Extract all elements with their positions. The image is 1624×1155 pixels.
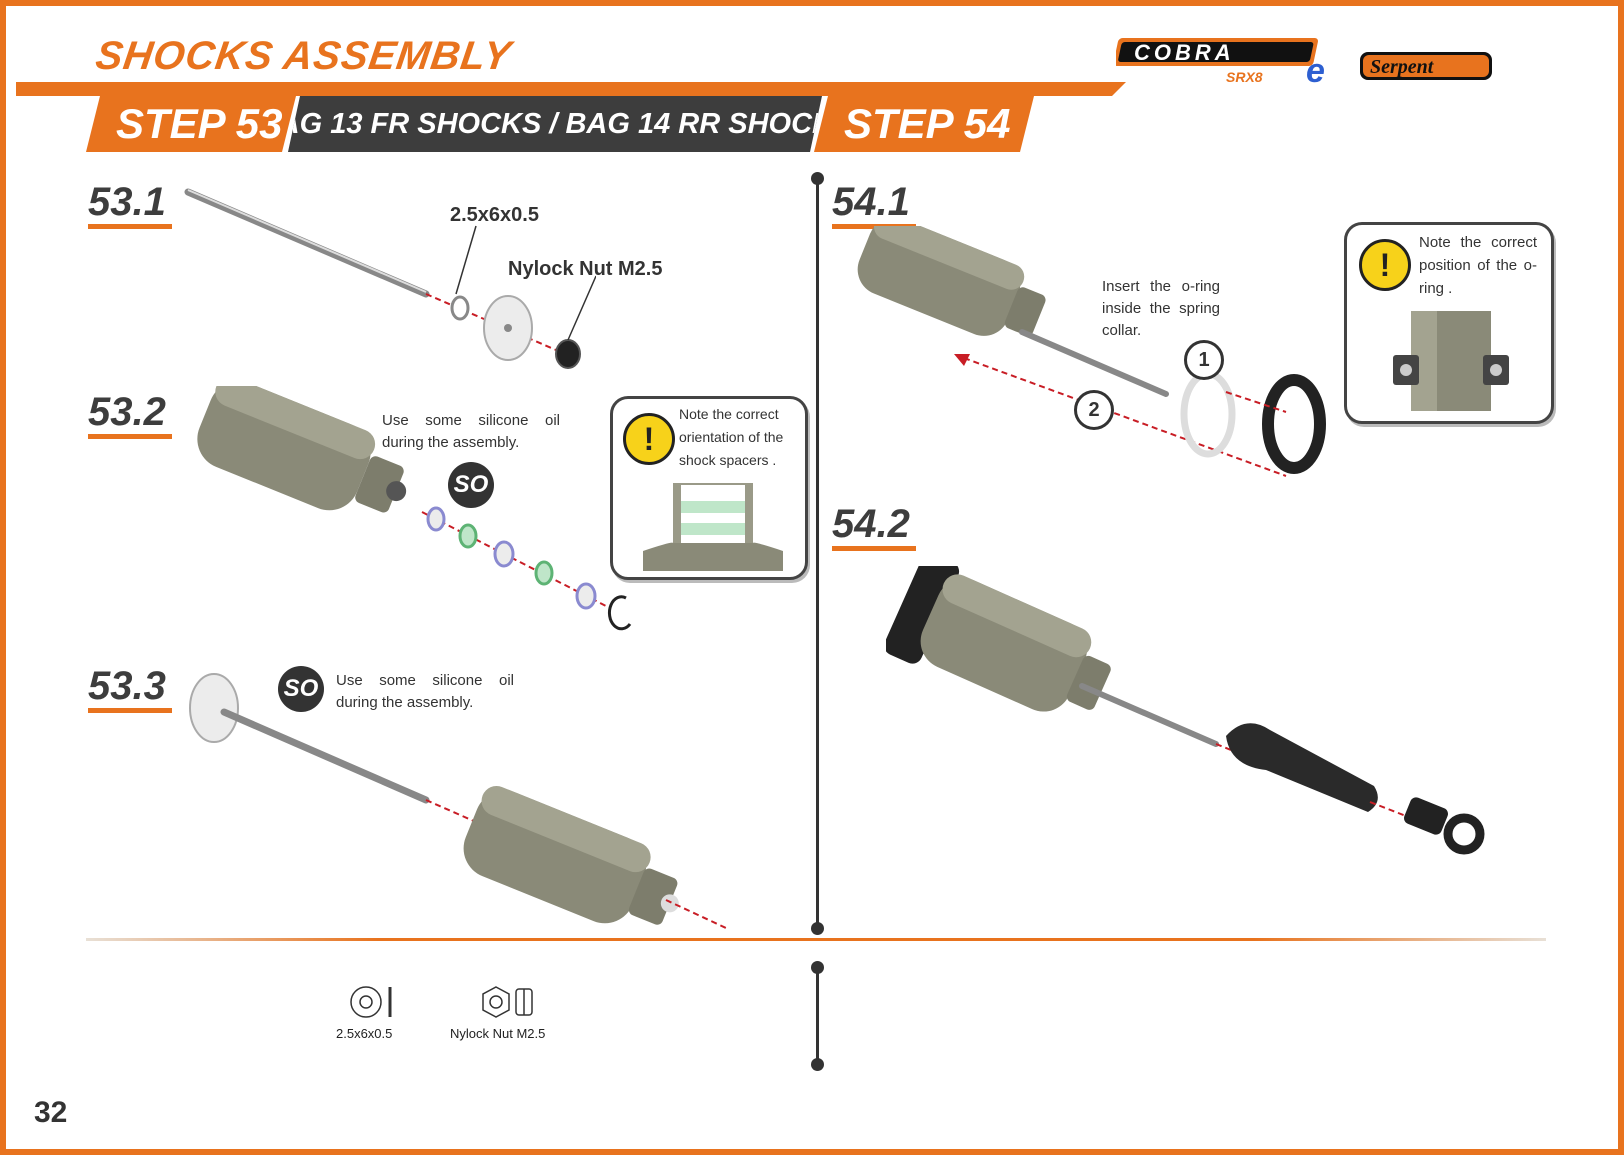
part-nylock-nut: Nylock Nut M2.5 xyxy=(450,984,570,1044)
parts-divider-dot-top xyxy=(811,961,824,974)
spacer-3 xyxy=(575,582,597,610)
shock-boot-54-2 xyxy=(1226,723,1378,812)
part-washer: 2.5x6x0.5 xyxy=(336,984,426,1044)
oring-1 xyxy=(458,523,478,549)
washer-label-53-1: 2.5x6x0.5 xyxy=(450,204,539,226)
spacer-orientation-detail xyxy=(643,483,783,571)
step-53-label: STEP 53 xyxy=(116,100,283,147)
circlip-53-2 xyxy=(607,595,632,631)
spring-collar-54-1 xyxy=(1262,374,1326,474)
note-box-54-1: ! Note the correct position of the o-rin… xyxy=(1344,222,1554,424)
silicone-oil-badge-53-3: SO xyxy=(278,666,324,712)
o-ring-position-detail xyxy=(1393,311,1509,411)
spacer-2 xyxy=(493,540,515,568)
center-divider xyxy=(816,176,819,931)
substep-53-1-label: 53.1 xyxy=(88,180,172,229)
washer-icon xyxy=(350,986,392,1018)
shock-body-53-2 xyxy=(197,386,407,513)
washer-part-label: 2.5x6x0.5 xyxy=(336,1026,393,1041)
warning-icon-53-2: ! xyxy=(623,413,675,465)
parts-divider-dot-bottom xyxy=(811,1058,824,1071)
note-text-53-2: Note the correct orientation of the shoc… xyxy=(679,406,784,468)
o-ring-54-1 xyxy=(1180,370,1236,458)
parts-rule xyxy=(86,938,1546,941)
spacer-1 xyxy=(426,506,446,532)
oil-note-53-3: Use some silicone oil during the assembl… xyxy=(336,672,514,711)
nylock-nut-53-1 xyxy=(555,339,581,369)
substep-53-3-label: 53.3 xyxy=(88,664,172,713)
shock-shaft-54-1 xyxy=(1019,329,1169,397)
order-marker-2: 2 xyxy=(1074,390,1114,430)
shock-shaft-53-3 xyxy=(220,708,430,804)
illustration-53-1 xyxy=(184,188,596,369)
page-number: 32 xyxy=(34,1096,68,1129)
note-text-54-1: Note the correct position of the o-ring … xyxy=(1419,234,1537,297)
note-box-53-2: ! Note the correct orientation of the sh… xyxy=(610,396,808,580)
nut-part-label: Nylock Nut M2.5 xyxy=(450,1026,546,1041)
piston-53-3 xyxy=(189,673,239,743)
illustration-54-2 xyxy=(886,566,1485,855)
logo-model-text: COBRA xyxy=(1134,40,1235,65)
oring-2 xyxy=(534,560,554,586)
insert-note-54-1: Insert the o-ring inside the spring coll… xyxy=(1102,278,1220,339)
substep-53-2-label: 53.2 xyxy=(88,390,172,439)
silicone-oil-badge-53-2: SO xyxy=(448,462,494,508)
illustration-53-2 xyxy=(197,386,632,631)
shock-body-54-1 xyxy=(857,226,1046,336)
nylock-nut-icon xyxy=(482,986,533,1018)
logo-suffix-text: SRX8 xyxy=(1226,69,1263,85)
substep-54-2-label: 54.2 xyxy=(832,502,916,551)
bag-banner: BAG 13 FR SHOCKS / BAG 14 RR SHOCKS xyxy=(288,96,822,152)
shock-shaft-54-2 xyxy=(1079,683,1219,747)
header-rule xyxy=(16,82,1126,96)
cobra-logo: COBRA SRX8 e xyxy=(1113,32,1346,90)
nut-label-53-1: Nylock Nut M2.5 xyxy=(508,258,663,280)
substep-54-1-label: 54.1 xyxy=(832,180,916,229)
illustration-53-3 xyxy=(189,673,727,929)
logo-e-text: e xyxy=(1306,52,1325,88)
washer-53-1 xyxy=(450,295,470,321)
illustration-54-1 xyxy=(857,226,1326,477)
serpent-logo: Serpent xyxy=(1356,44,1496,84)
section-title: SHOCKS ASSEMBLY xyxy=(92,34,515,78)
shock-shaft-53-1 xyxy=(184,188,430,298)
shock-body-53-3 xyxy=(463,785,679,925)
step-54-label: STEP 54 xyxy=(844,100,1011,147)
center-divider-dot-bottom xyxy=(811,922,824,935)
parts-divider xyxy=(816,966,819,1066)
shock-body-54-2 xyxy=(886,566,1111,712)
order-marker-1: 1 xyxy=(1184,340,1224,380)
oil-note-53-2: Use some silicone oil during the assembl… xyxy=(382,412,560,451)
center-divider-dot-top xyxy=(811,172,824,185)
step-53-banner: STEP 53 xyxy=(86,96,296,152)
step-54-banner: STEP 54 xyxy=(814,96,1034,152)
bag-label: BAG 13 FR SHOCKS / BAG 14 RR SHOCKS xyxy=(257,107,853,140)
warning-icon-54-1: ! xyxy=(1359,239,1411,291)
rod-end-54-2 xyxy=(1404,797,1448,835)
logo-brand-text: Serpent xyxy=(1370,56,1435,78)
